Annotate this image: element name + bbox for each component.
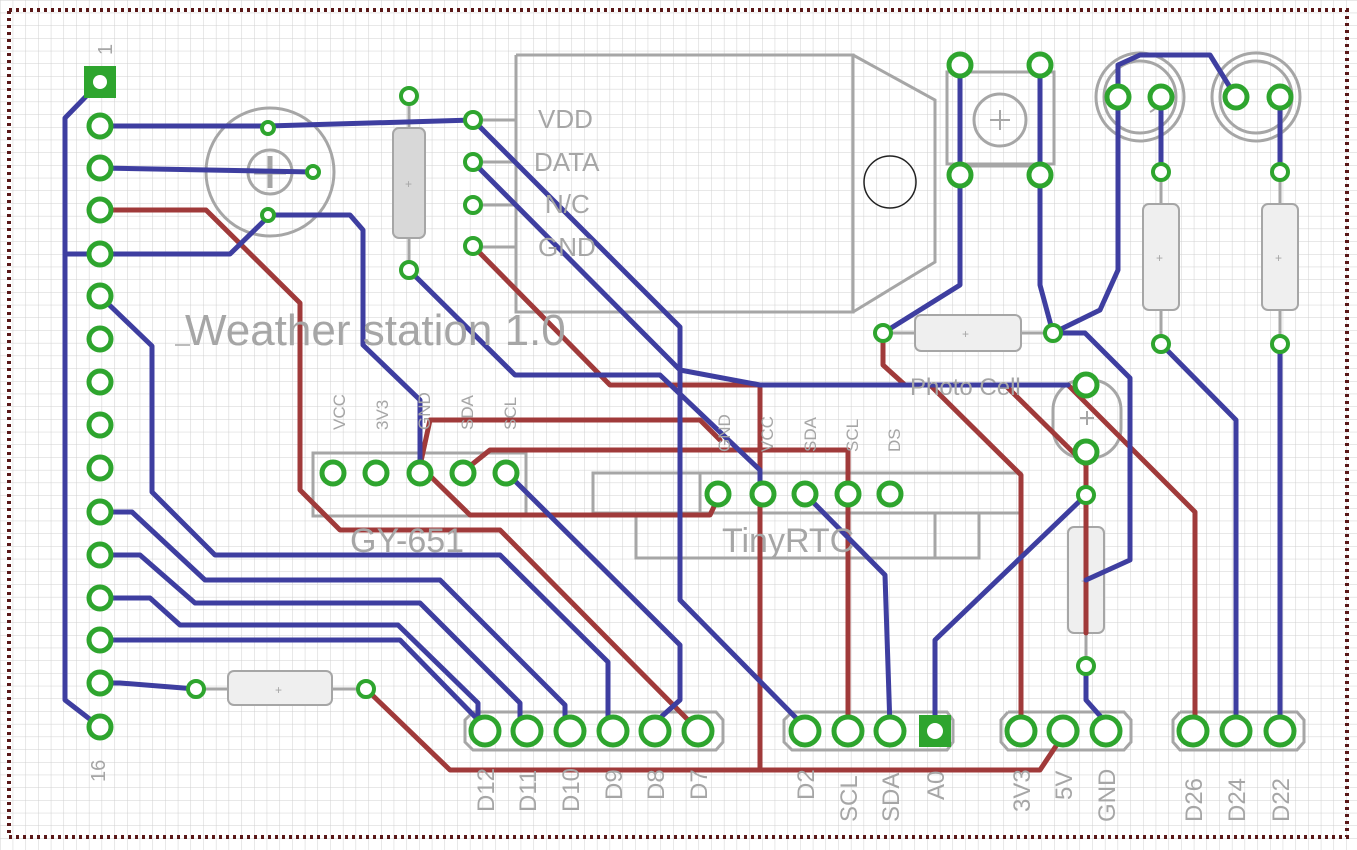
sensor-pin-data: DATA — [534, 147, 600, 177]
gy-pin-sda: SDA — [458, 394, 477, 430]
label-5v: 5V — [1051, 771, 1078, 800]
label-d26: D26 — [1181, 778, 1208, 822]
resistor-r2: + — [196, 670, 366, 706]
left-header-pads — [84, 66, 116, 741]
rtc-pin-gnd: GND — [715, 414, 734, 452]
gy-pin-gnd: GND — [415, 392, 434, 430]
header-outlines — [463, 710, 1306, 752]
gy-pin-scl: SCL — [501, 397, 520, 430]
top-layer-traces — [62, 52, 1283, 730]
svg-text:+: + — [1156, 251, 1163, 265]
label-a0: A0 — [923, 771, 950, 800]
board-title: Weather station 1.0 — [185, 306, 566, 355]
sensor-pin-vdd: VDD — [538, 104, 593, 134]
label-d24: D24 — [1224, 778, 1251, 822]
header-pin-first-label: 1 — [95, 44, 117, 55]
sensor-pin-nc: N/C — [545, 189, 590, 219]
label-d11: D11 — [515, 770, 542, 812]
board-outline — [7, 8, 1349, 839]
resistor-r5: + — [1261, 172, 1299, 344]
svg-text:+: + — [1275, 251, 1282, 265]
gy-pin-3v3: 3V3 — [373, 400, 392, 430]
rtc-pin-sda: SDA — [801, 416, 820, 452]
gy651-label: GY-651 — [350, 522, 464, 560]
label-d8: D8 — [643, 769, 670, 800]
label-sda: SDA — [878, 773, 905, 822]
resistor-r4: + — [1142, 172, 1180, 344]
label-3v3: 3V3 — [1009, 769, 1036, 812]
label-scl: SCL — [836, 775, 863, 822]
label-d10: D10 — [558, 768, 585, 812]
rtc-pin-ds: DS — [885, 428, 904, 452]
label-gnd: GND — [1094, 769, 1121, 822]
svg-text:+: + — [405, 177, 412, 191]
label-d22: D22 — [1268, 778, 1295, 822]
svg-text:+: + — [275, 683, 282, 697]
rtc-pin-scl: SCL — [843, 419, 862, 452]
label-d9: D9 — [601, 769, 628, 800]
gy-pin-vcc: VCC — [330, 394, 349, 430]
header-pin-last-label: 16 — [88, 760, 110, 782]
push-button-outline — [945, 70, 1056, 168]
bottom-header-pads — [468, 714, 1297, 748]
label-d7: D7 — [686, 769, 713, 800]
rtc-pin-vcc: VCC — [758, 416, 777, 452]
label-d2: D2 — [793, 769, 820, 800]
svg-text:+: + — [962, 327, 969, 341]
sensor-pin-gnd: GND — [538, 232, 596, 262]
label-d12: D12 — [473, 768, 500, 812]
photocell-label: Photo Cell — [910, 374, 1021, 401]
tinyrtc-label: TinyRTC — [722, 522, 854, 560]
component-pads — [186, 51, 1294, 699]
